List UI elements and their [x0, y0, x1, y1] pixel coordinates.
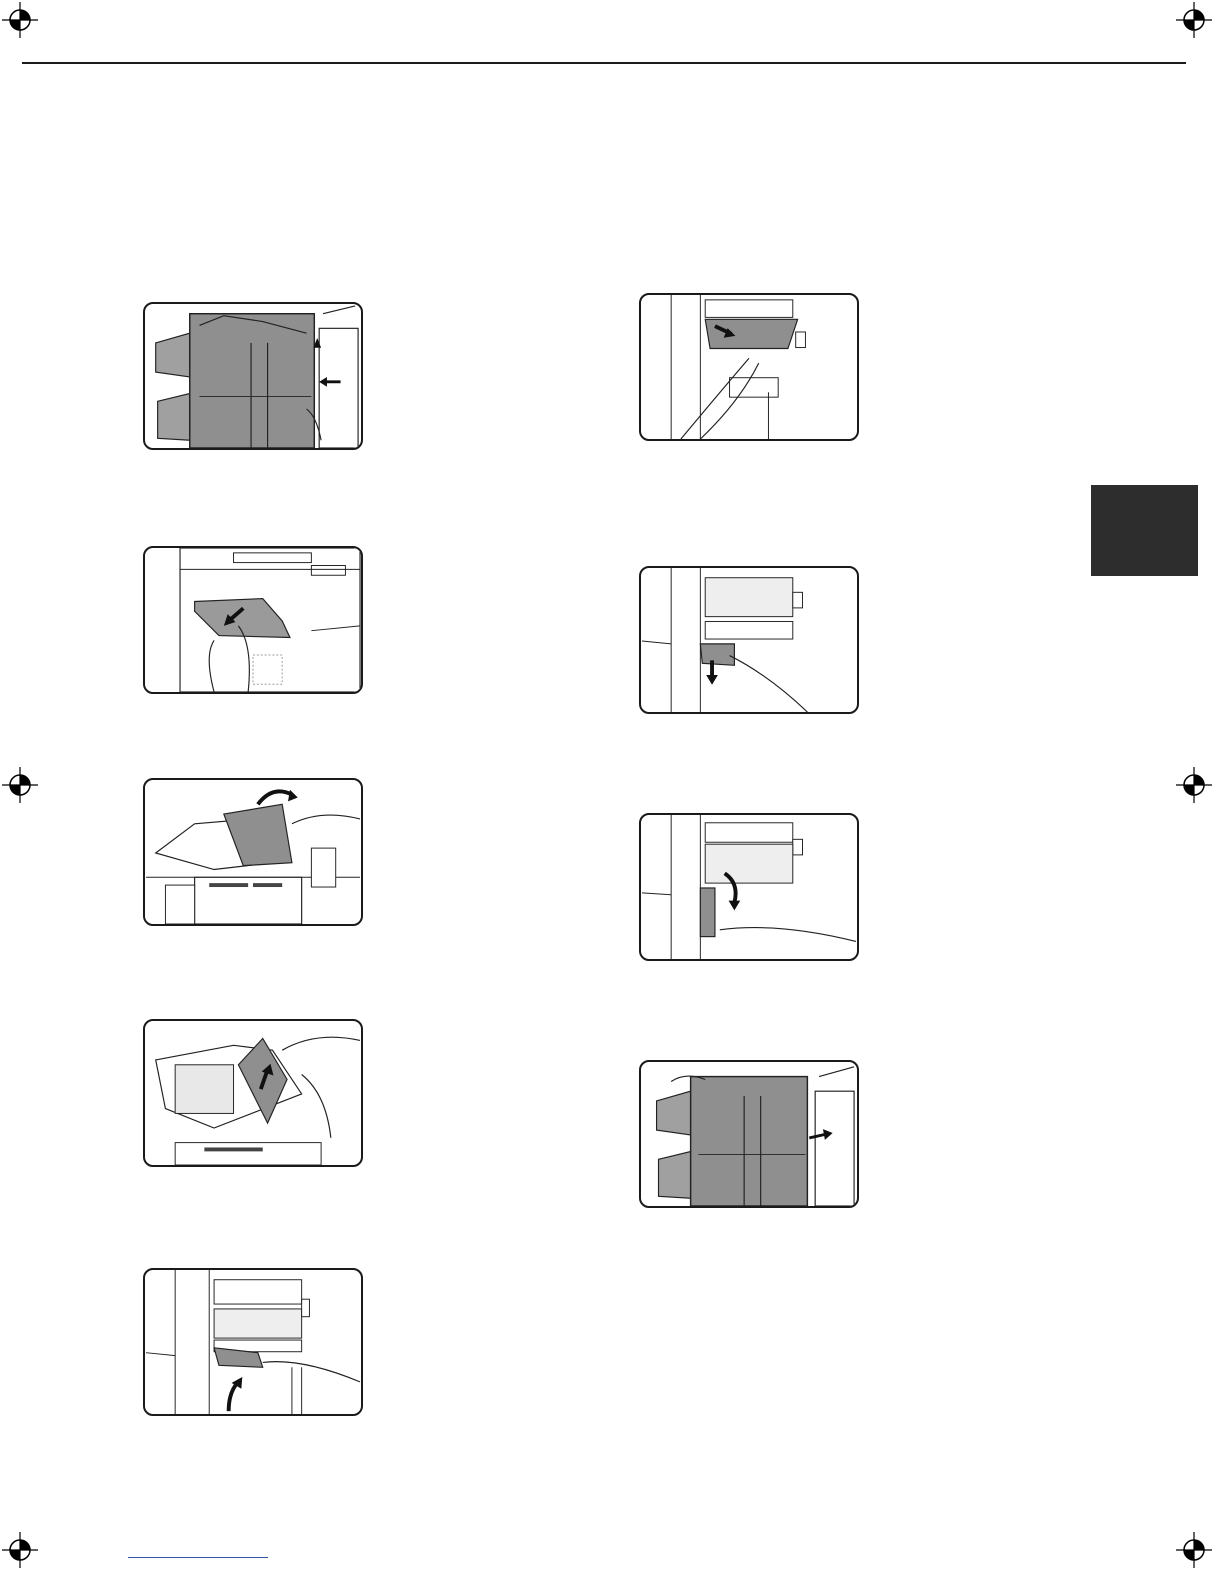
registration-mark-icon — [1174, 0, 1214, 40]
paper-pull-icon — [145, 548, 361, 692]
illustration-finisher-unit — [143, 302, 363, 450]
registration-mark-icon — [0, 765, 40, 805]
illustration-top-cover-open — [143, 778, 363, 926]
registration-mark-icon — [1174, 765, 1214, 805]
illustration-paper-pull-down — [639, 566, 859, 714]
illustration-lever-raise — [143, 1268, 363, 1416]
illustration-tray-pull — [639, 293, 859, 441]
lever-up-icon — [145, 1270, 361, 1414]
tray-pull-icon — [641, 295, 857, 439]
footer-link-underline — [128, 1556, 268, 1558]
cover-open-icon — [145, 780, 361, 924]
illustration-guide-lower — [639, 813, 859, 961]
finisher-close-icon — [641, 1062, 857, 1206]
paper-down-icon — [641, 568, 857, 712]
paper-lift-icon — [145, 1021, 361, 1165]
header-rule — [22, 62, 1186, 64]
finisher-icon — [145, 304, 361, 448]
registration-mark-icon — [0, 0, 40, 40]
illustration-finisher-reattach — [639, 1060, 859, 1208]
guide-down-icon — [641, 815, 857, 959]
registration-mark-icon — [1174, 1530, 1214, 1570]
illustration-paper-removal-top — [143, 1019, 363, 1167]
chapter-tab — [1091, 485, 1198, 576]
registration-mark-icon — [0, 1530, 40, 1570]
illustration-paper-removal-side — [143, 546, 363, 694]
